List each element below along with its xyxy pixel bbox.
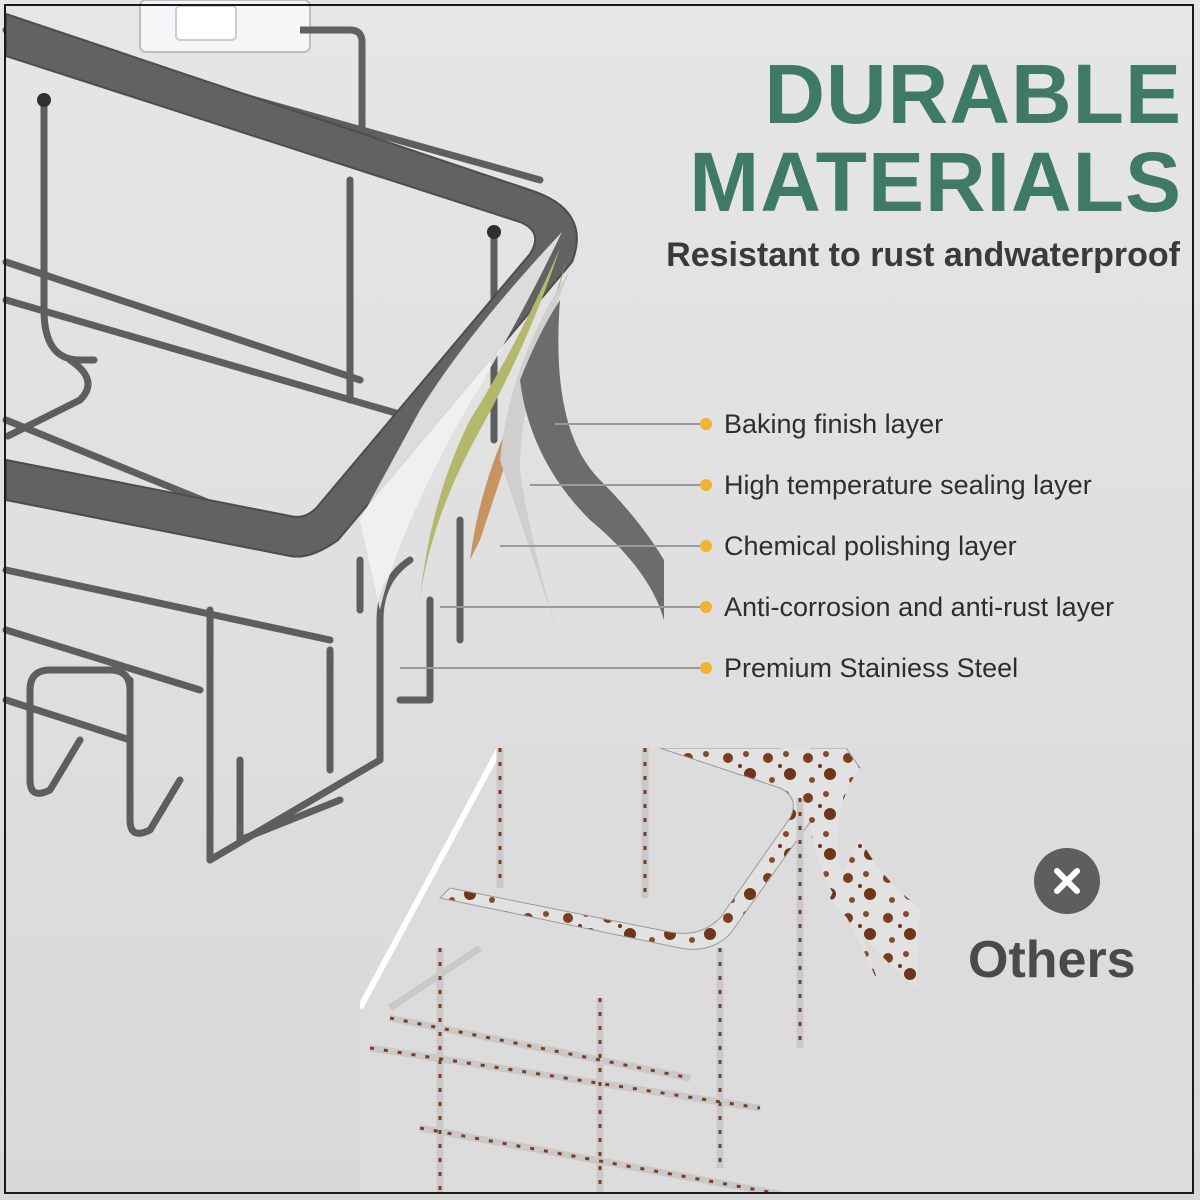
layer-row: Premium Stainiess Steel — [700, 648, 1018, 688]
bullet-dot-icon — [700, 662, 712, 674]
adhesive-hook — [139, 0, 366, 130]
headline-line-2: MATERIALS — [689, 135, 1182, 229]
competitor-comparison-panel — [360, 748, 1194, 1194]
rusted-caddy-illustration — [360, 748, 1194, 1194]
layer-label: Chemical polishing layer — [724, 530, 1017, 561]
layer-row: Chemical polishing layer — [700, 526, 1017, 566]
bullet-dot-icon — [700, 418, 712, 430]
bullet-dot-icon — [700, 479, 712, 491]
leader-lines — [400, 423, 700, 669]
bullet-dot-icon — [700, 540, 712, 552]
layer-row: Baking finish layer — [700, 404, 943, 444]
layer-row: Anti-corrosion and anti-rust layer — [700, 587, 1114, 627]
layer-label: Baking finish layer — [724, 408, 944, 439]
others-label: Others — [968, 931, 1136, 989]
bullet-dot-icon — [700, 601, 712, 613]
headline-line-1: DURABLE — [764, 47, 1182, 141]
x-mark-icon — [1034, 848, 1100, 914]
subtitle: Resistant to rust andwaterproof — [666, 236, 1180, 274]
layer-label: Anti-corrosion and anti-rust layer — [724, 591, 1115, 622]
peeled-layers — [360, 232, 664, 628]
layer-label: High temperature sealing layer — [724, 469, 1092, 500]
layer-label: Premium Stainiess Steel — [724, 652, 1019, 683]
layer-row: High temperature sealing layer — [700, 465, 1092, 505]
